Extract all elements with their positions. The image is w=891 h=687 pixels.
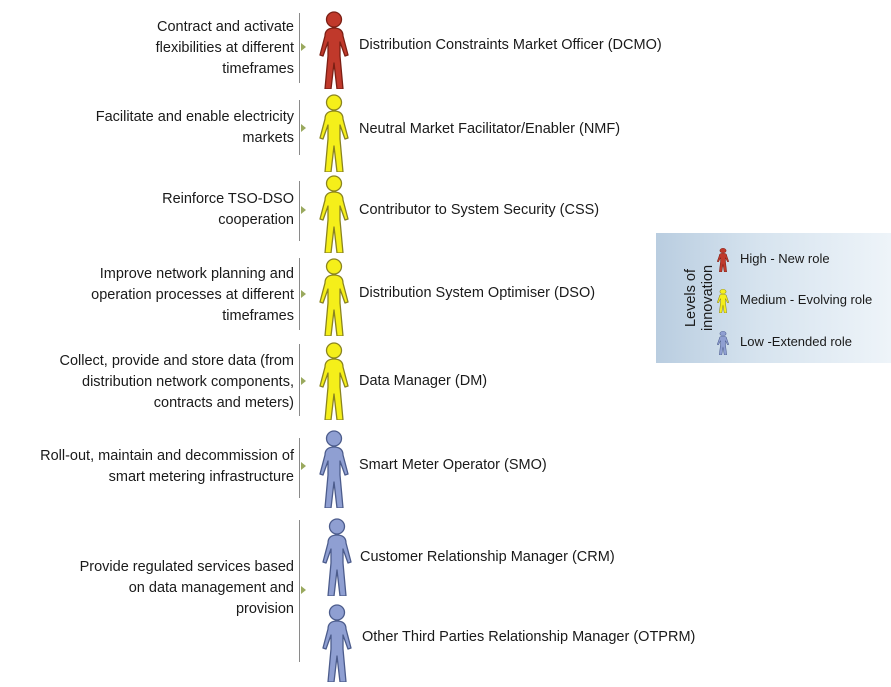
row-description-crm-otprm: Provide regulated services based on data… [79,559,294,617]
role-label-css: Contributor to System Security (CSS) [359,202,600,218]
row-description-dcmo: Contract and activate flexibilities at d… [155,19,294,77]
row-description-dso: Improve network planning and operation p… [91,266,294,324]
legend-item-label: Low -Extended role [740,334,853,349]
role-label-smo: Smart Meter Operator (SMO) [359,457,547,473]
bracket-arrow [301,586,306,594]
role-label-otprm: Other Third Parties Relationship Manager… [362,629,696,645]
role-figure-icon [320,604,354,683]
bracket [299,258,300,330]
legend-figure-icon [716,248,730,273]
bracket [299,13,300,83]
role-label-crm: Customer Relationship Manager (CRM) [360,549,615,565]
bracket-arrow [301,290,306,298]
bracket [299,344,300,416]
legend-item-label: Medium - Evolving role [740,292,873,307]
role-figure-icon [317,342,351,421]
legend-figure-icon [716,331,730,356]
legend-item-label: High - New role [740,251,830,266]
row-description-smo: Roll-out, maintain and decommission of s… [40,448,294,485]
role-figure-icon [317,258,351,337]
role-figure-icon [317,11,351,90]
bracket-arrow [301,124,306,132]
legend-title-text: Levels of innovation [682,264,716,332]
role-figure-icon [317,175,351,254]
role-label-nmf: Neutral Market Facilitator/Enabler (NMF) [359,121,621,137]
role-label-dcmo: Distribution Constraints Market Officer … [359,37,662,53]
role-figure-icon [320,518,354,597]
row-description-css: Reinforce TSO-DSO cooperation [162,191,294,228]
role-label-dm: Data Manager (DM) [359,373,488,389]
legend-figure-icon [716,289,730,314]
bracket [299,520,300,662]
bracket [299,438,300,498]
bracket [299,181,300,241]
row-description-dm: Collect, provide and store data (from di… [59,353,294,411]
row-description-nmf: Facilitate and enable electricity market… [95,109,294,146]
bracket-arrow [301,43,306,51]
legend-panel [656,233,891,363]
bracket-arrow [301,206,306,214]
role-figure-icon [317,430,351,509]
role-label-dso: Distribution System Optimiser (DSO) [359,285,596,301]
bracket [299,100,300,155]
bracket-arrow [301,462,306,470]
role-figure-icon [317,94,351,173]
bracket-arrow [301,377,306,385]
